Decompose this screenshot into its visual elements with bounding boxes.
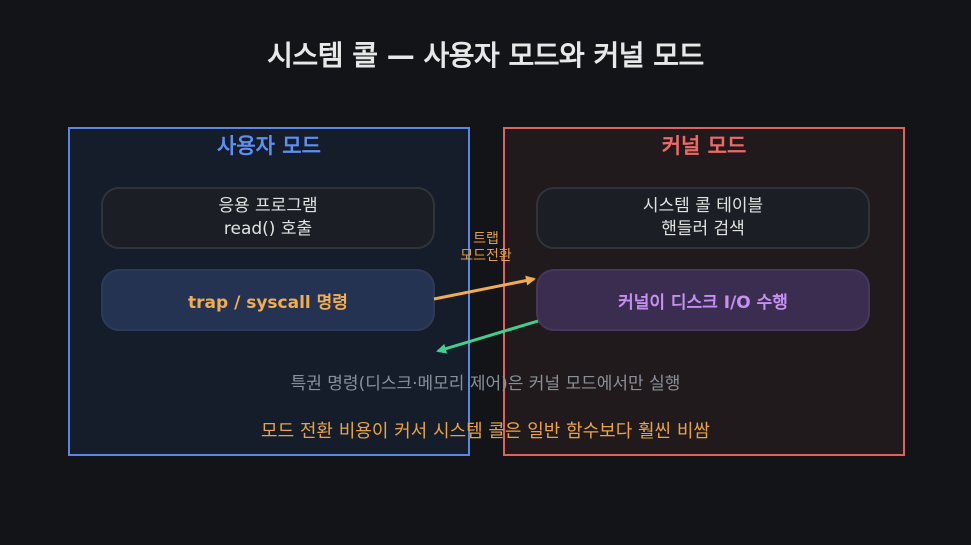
transition-label-line2: 모드전환	[460, 248, 512, 264]
syscall-table-line2: 핸들러 검색	[661, 219, 745, 239]
cost-note: 모드 전환 비용이 커서 시스템 콜은 일반 함수보다 훨씬 비쌈	[261, 421, 710, 442]
trap-syscall-box: trap / syscall 명령	[101, 269, 435, 331]
diagram-title: 시스템 콜 — 사용자 모드와 커널 모드	[267, 39, 704, 72]
transition-label-line1: 트랩	[473, 231, 499, 247]
trap-syscall-label: trap / syscall 명령	[188, 292, 348, 313]
kernel-io-label: 커널이 디스크 I/O 수행	[618, 292, 788, 313]
privileged-note: 특권 명령(디스크·메모리 제어)은 커널 모드에서만 실행	[290, 374, 681, 394]
user-mode-title: 사용자 모드	[217, 134, 321, 158]
application-box-line1: 응용 프로그램	[218, 196, 318, 216]
syscall-table-box: 시스템 콜 테이블 핸들러 검색	[536, 187, 870, 249]
kernel-mode-title: 커널 모드	[661, 134, 747, 158]
application-box: 응용 프로그램 read() 호출	[101, 187, 435, 249]
application-box-line2: read() 호출	[223, 219, 313, 239]
syscall-table-line1: 시스템 콜 테이블	[642, 196, 764, 216]
kernel-io-box: 커널이 디스크 I/O 수행	[536, 269, 870, 331]
transition-label: 트랩 모드전환	[436, 231, 536, 265]
